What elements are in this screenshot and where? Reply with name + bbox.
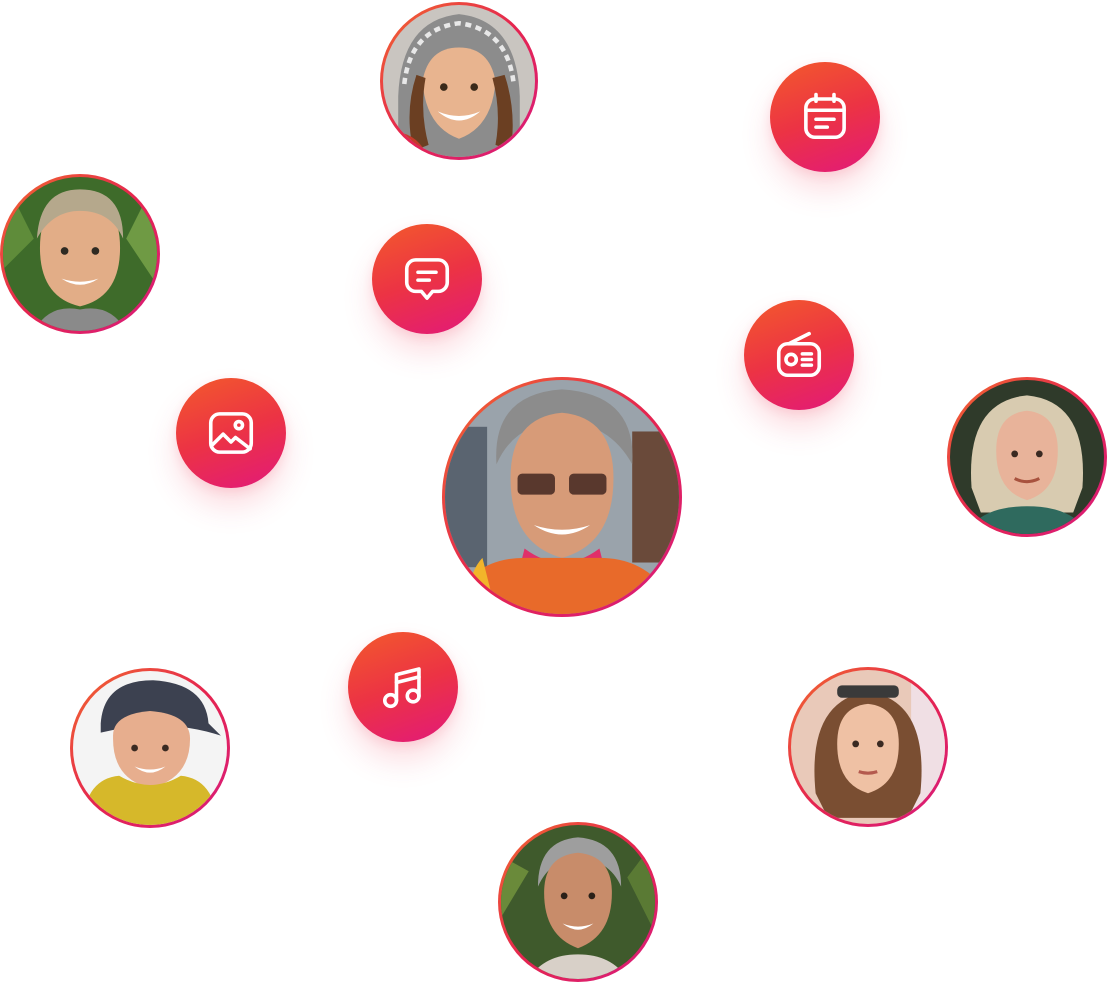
- avatar-photo: [791, 670, 945, 824]
- avatar-photo: [445, 380, 679, 614]
- calendar-icon: [804, 92, 846, 140]
- avatar-photo: [501, 825, 655, 979]
- message-icon: [404, 258, 450, 300]
- avatar-photo: [3, 177, 157, 331]
- image-icon: [208, 412, 254, 454]
- calendar-bubble[interactable]: [770, 62, 880, 172]
- avatar-photo: [950, 380, 1104, 534]
- avatar-woman-sunglasses: [788, 667, 948, 827]
- avatar-woman-blonde: [947, 377, 1107, 537]
- avatar-woman-hood: [380, 2, 538, 160]
- music-icon: [382, 667, 421, 709]
- message-bubble[interactable]: [372, 224, 482, 334]
- image-bubble[interactable]: [176, 378, 286, 488]
- music-bubble[interactable]: [348, 632, 458, 742]
- avatar-woman-cap: [70, 668, 230, 828]
- avatar-man-leaves: [0, 174, 160, 334]
- avatar-man-grey-hair: [498, 822, 658, 982]
- avatar-photo: [383, 5, 535, 157]
- radio-icon: [776, 331, 822, 378]
- avatar-photo: [73, 671, 227, 825]
- avatar-woman-glasses: [442, 377, 682, 617]
- radio-bubble[interactable]: [744, 300, 854, 410]
